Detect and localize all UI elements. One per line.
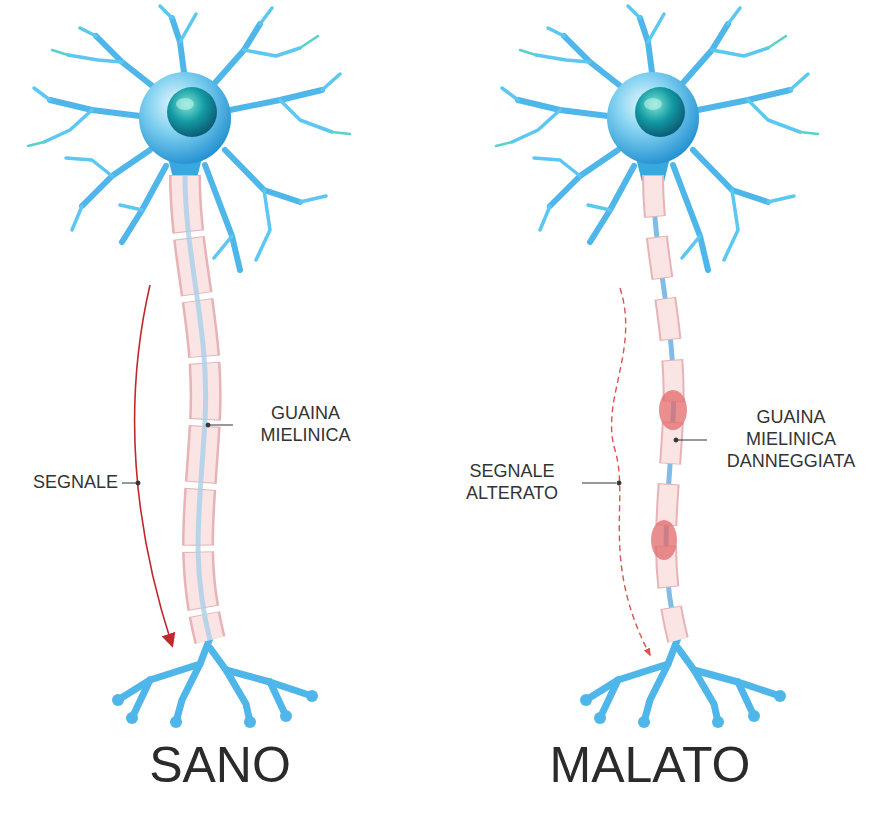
damage-spot	[659, 390, 687, 430]
state-title: MALATO	[530, 738, 770, 793]
state-title: SANO	[110, 738, 330, 793]
signal-label: SEGNALE	[0, 472, 118, 494]
myelin-sheath	[185, 175, 210, 640]
altered-signal-arrow	[612, 288, 650, 655]
damage-spot	[651, 520, 677, 560]
healthy-neuron	[28, 6, 350, 728]
axon	[185, 175, 210, 640]
axon-core	[185, 175, 210, 640]
part-label: GUAINA MIELINICA	[238, 403, 373, 447]
signal-label: SEGNALE ALTERATO	[446, 461, 578, 505]
damaged-neuron	[496, 6, 818, 728]
signal-arrow	[135, 285, 172, 645]
part-label: GUAINA MIELINICA DANNEGGIATA	[712, 407, 870, 473]
leader-lines	[122, 423, 707, 485]
